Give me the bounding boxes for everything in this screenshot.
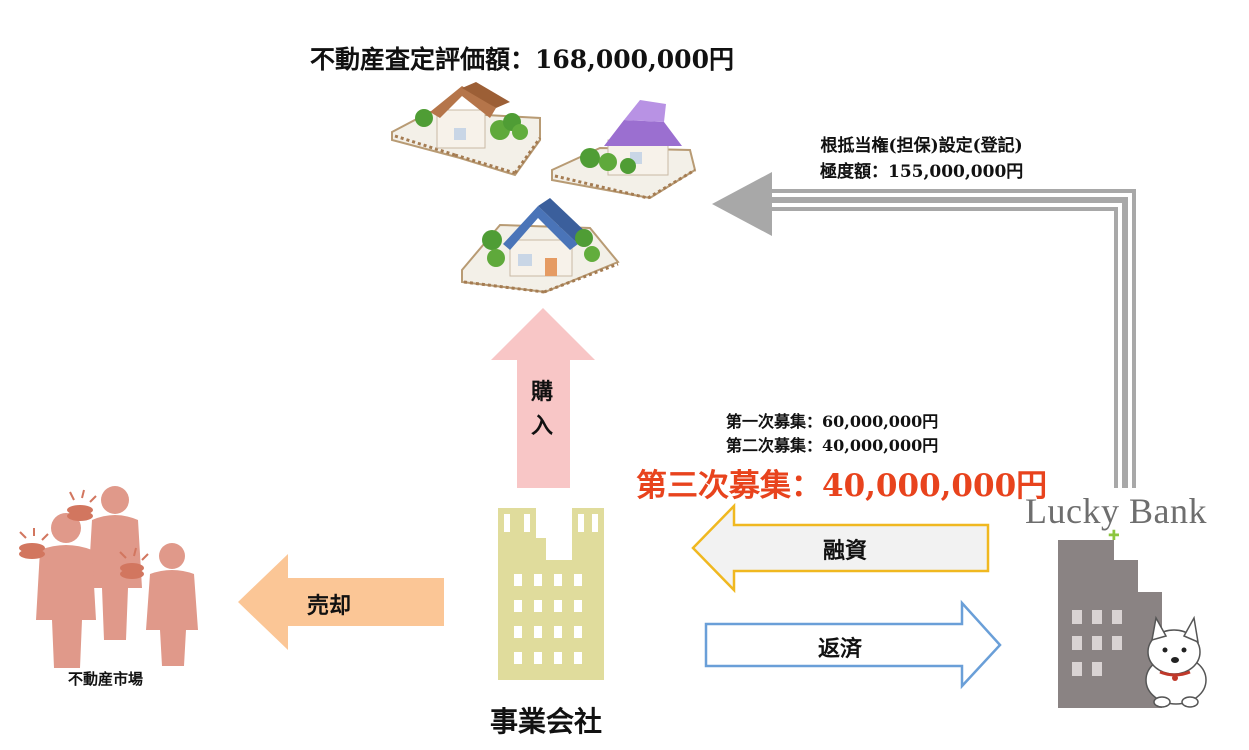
company-building-icon xyxy=(498,508,604,680)
valuation-amount-label: 不動産査定評価額：168,000,000円 xyxy=(310,45,734,74)
mortgage-title: 根抵当権(担保)設定(登記) xyxy=(820,136,1023,156)
fundraising-round-2: 第二次募集：40,000,000円 xyxy=(726,436,939,455)
mortgage-label: 根抵当権(担保)設定(登記) 極度額：155,000,000円 xyxy=(820,133,1023,185)
house-blue-roof-icon xyxy=(461,198,620,294)
loan-arrow xyxy=(691,502,990,594)
repayment-arrow-label: 返済 xyxy=(818,636,863,662)
dog-mascot-icon xyxy=(1145,615,1207,708)
house-purple-roof-icon xyxy=(551,100,697,200)
sale-arrow xyxy=(238,554,444,650)
house-brown-roof-icon xyxy=(391,82,542,177)
property-houses xyxy=(391,82,697,294)
fundraising-round-1: 第一次募集：60,000,000円 xyxy=(726,412,939,431)
real-estate-market-label: 不動産市場 xyxy=(68,670,144,688)
loan-arrow-label: 融資 xyxy=(823,538,868,564)
operating-company-label: 事業会社 xyxy=(490,705,603,738)
purchase-arrow-label: 購入 xyxy=(530,379,553,439)
fundraising-round-3: 第三次募集：40,000,000円 xyxy=(636,468,1048,504)
mortgage-arrow xyxy=(712,172,1136,488)
market-people-icon xyxy=(19,486,198,668)
lucky-bank-logo-text: Lucky Bank xyxy=(1025,491,1207,531)
repayment-arrow xyxy=(704,599,1002,690)
mortgage-limit: 極度額：155,000,000円 xyxy=(820,162,1024,182)
svg-text:✚: ✚ xyxy=(1108,528,1120,544)
sale-arrow-label: 売却 xyxy=(307,593,352,619)
purchase-arrow xyxy=(491,308,595,488)
